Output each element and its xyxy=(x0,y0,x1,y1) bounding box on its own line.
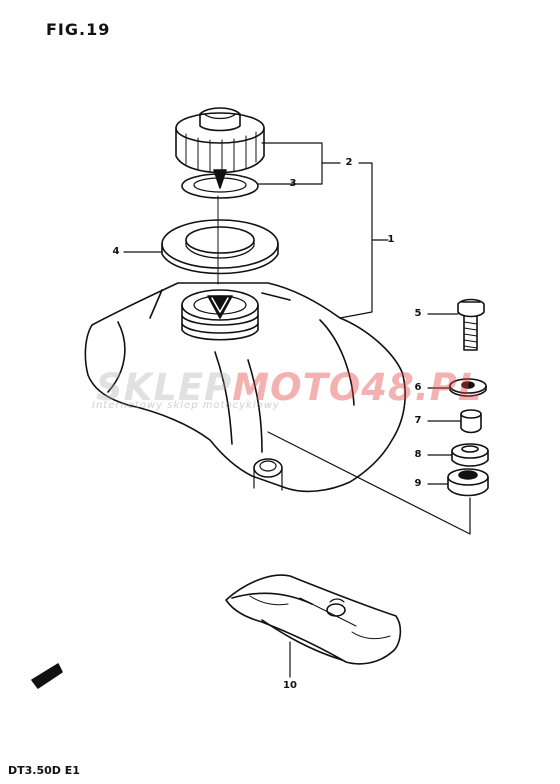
collar xyxy=(460,409,482,434)
callout-3: 3 xyxy=(289,178,297,189)
front-direction-icon xyxy=(31,663,63,689)
watermark-plain: SKLEP xyxy=(96,366,233,409)
callout-2: 2 xyxy=(345,157,353,168)
callout-10: 10 xyxy=(283,680,297,691)
watermark-text: SKLEPMOTO48.PL xyxy=(96,366,483,409)
watermark-subtitle: Internetowy sklep motocyklowy xyxy=(92,400,280,411)
bolt xyxy=(457,298,485,351)
callout-4: 4 xyxy=(112,246,120,257)
callout-9: 9 xyxy=(414,478,422,489)
model-code: DT3.50D E1 xyxy=(8,764,80,777)
callout-6: 6 xyxy=(414,382,422,393)
filler-ring xyxy=(161,219,279,275)
cushion-large xyxy=(447,468,489,497)
cushion-small xyxy=(451,443,489,467)
figure-title: FIG.19 xyxy=(46,20,111,39)
callout-1: 1 xyxy=(387,234,395,245)
callout-7: 7 xyxy=(414,415,422,426)
callout-5: 5 xyxy=(414,308,422,319)
leader-lines xyxy=(123,142,471,678)
callout-8: 8 xyxy=(414,449,422,460)
watermark-accent: MOTO48.PL xyxy=(232,366,483,409)
washer xyxy=(449,378,487,397)
fuel-tank xyxy=(84,282,406,493)
tool-pouch xyxy=(225,574,402,665)
filler-neck xyxy=(181,289,259,341)
fuel-cap xyxy=(175,107,265,189)
